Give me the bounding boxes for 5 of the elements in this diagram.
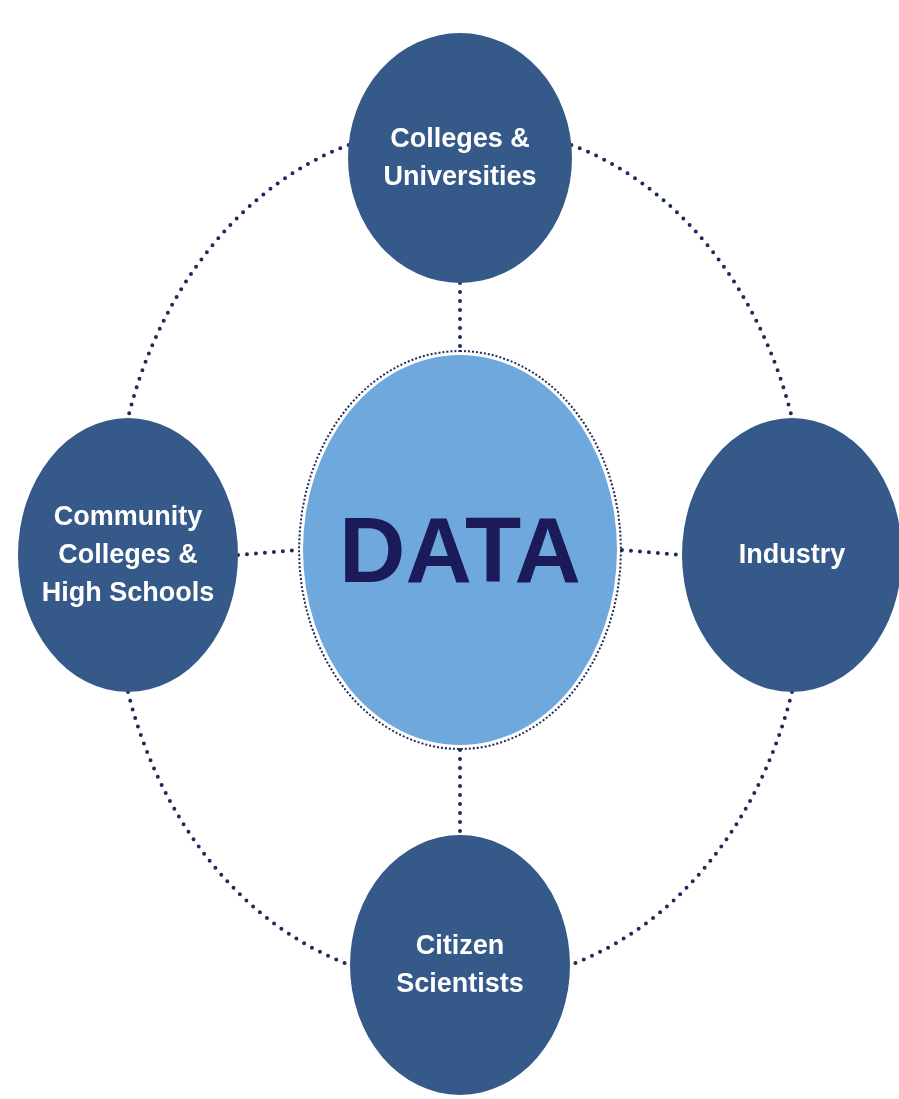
node-label: Community Colleges & High Schools [40, 500, 216, 609]
node-label: Citizen Scientists [395, 929, 525, 1000]
node-label: Industry [738, 538, 846, 572]
node-label: Colleges & Universities [382, 122, 538, 193]
central-label: DATA [339, 497, 581, 603]
